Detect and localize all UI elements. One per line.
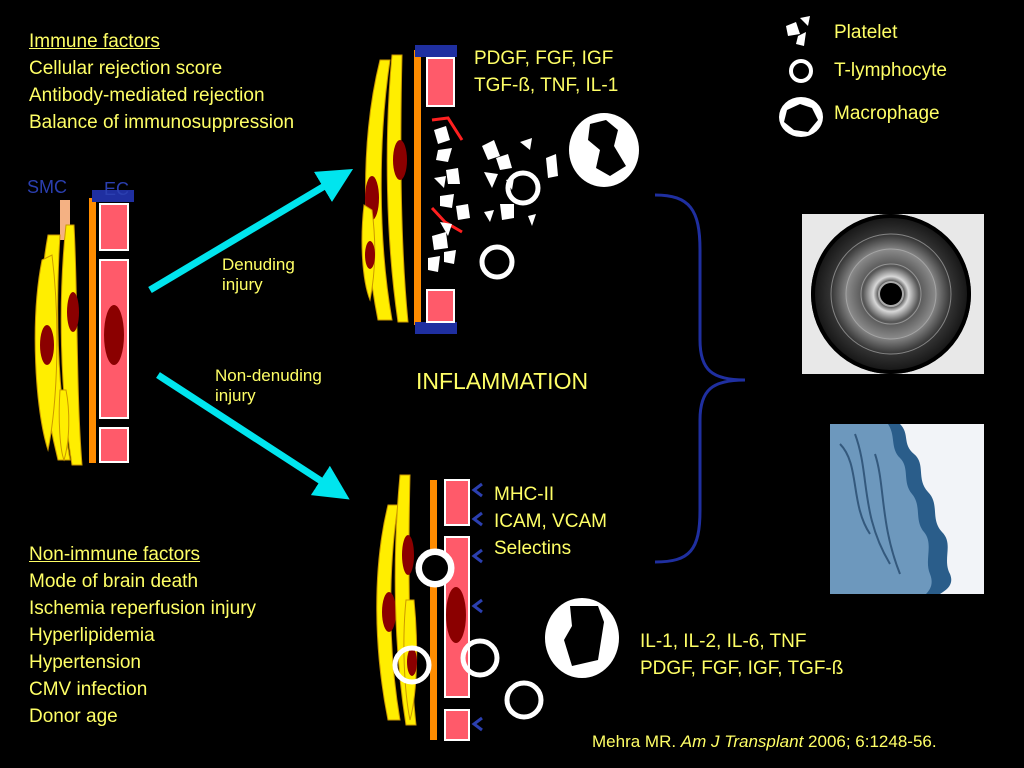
citation-journal: Am J Transplant xyxy=(680,732,804,751)
inflammation-label: INFLAMMATION xyxy=(416,368,589,394)
nonimmune-item: Ischemia reperfusion injury xyxy=(29,598,257,619)
nonimmune-heading: Non-immune factors xyxy=(29,544,201,565)
legend-tlymphocyte: T-lymphocyte xyxy=(834,60,947,81)
ec-label: EC xyxy=(104,179,130,199)
nonimmune-item: CMV infection xyxy=(29,679,148,700)
immune-factors-list: Immune factors Cellular rejection score … xyxy=(29,28,294,136)
nonimmune-item: Mode of brain death xyxy=(29,571,199,592)
adhesion-line: ICAM, VCAM xyxy=(494,511,607,532)
nondenuding-line: injury xyxy=(215,386,256,405)
citation-author: Mehra MR. xyxy=(592,732,681,751)
legend-glyphs xyxy=(779,16,823,137)
nonimmune-item: Hypertension xyxy=(29,652,141,673)
legend-macrophage: Macrophage xyxy=(834,103,940,124)
smc-label: SMC xyxy=(27,177,67,197)
nondenuding-arrow xyxy=(156,372,350,500)
activated-vessel-wall xyxy=(376,474,619,741)
growth-line: TGF-ß, TNF, IL-1 xyxy=(474,75,619,96)
cytokines-bottom: IL-1, IL-2, IL-6, TNF PDGF, FGF, IGF, TG… xyxy=(640,628,843,682)
adhesion-line: Selectins xyxy=(494,538,572,559)
denuded-vessel-wall xyxy=(361,45,639,334)
growth-factors-top: PDGF, FGF, IGF TGF-ß, TNF, IL-1 xyxy=(474,45,618,99)
denuding-line: injury xyxy=(222,275,263,294)
cytokine-line: IL-1, IL-2, IL-6, TNF xyxy=(640,631,807,652)
citation: Mehra MR. Am J Transplant 2006; 6:1248-5… xyxy=(592,728,937,755)
nonimmune-item: Donor age xyxy=(29,706,118,727)
denuding-line: Denuding xyxy=(222,255,295,274)
nondenuding-label: Non-denuding injury xyxy=(215,366,322,406)
bracket xyxy=(654,193,746,564)
histology-image xyxy=(830,424,984,594)
immune-item: Antibody-mediated rejection xyxy=(29,85,265,106)
citation-details: 2006; 6:1248-56. xyxy=(803,732,937,751)
tlymphocyte-icon xyxy=(789,59,813,83)
denuding-arrow xyxy=(148,169,354,294)
legend-platelet: Platelet xyxy=(834,22,898,43)
adhesion-molecules: MHC-II ICAM, VCAM Selectins xyxy=(494,481,607,562)
normal-vessel-wall xyxy=(34,190,134,466)
nonimmune-item: Hyperlipidemia xyxy=(29,625,155,646)
immune-item: Balance of immunosuppression xyxy=(29,112,295,133)
nonimmune-factors-list: Non-immune factors Mode of brain death I… xyxy=(29,541,256,730)
ivus-image xyxy=(802,214,984,374)
cytokine-line: PDGF, FGF, IGF, TGF-ß xyxy=(640,658,844,679)
immune-heading: Immune factors xyxy=(29,31,160,52)
growth-line: PDGF, FGF, IGF xyxy=(474,48,614,69)
immune-item: Cellular rejection score xyxy=(29,58,223,79)
denuding-label: Denuding injury xyxy=(222,255,295,295)
nondenuding-line: Non-denuding xyxy=(215,366,322,385)
platelet-icon xyxy=(786,22,800,36)
adhesion-line: MHC-II xyxy=(494,484,555,505)
